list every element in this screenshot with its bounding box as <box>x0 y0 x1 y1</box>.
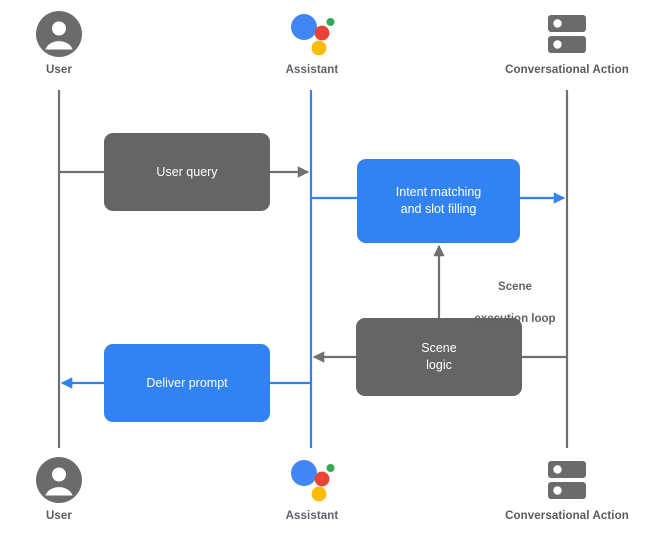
actor-conversational-action-bottom[interactable]: Conversational Action <box>487 456 647 522</box>
node-user-query[interactable]: User query <box>104 133 270 211</box>
node-scene-logic-line2: logic <box>426 358 452 372</box>
node-intent-matching-line1: Intent matching <box>395 185 482 199</box>
annotation-scene-execution-loop-line2: execution loop <box>474 313 556 325</box>
user-avatar-icon <box>0 10 139 58</box>
server-icon <box>487 10 647 58</box>
actor-assistant-top-label: Assistant <box>285 64 339 76</box>
node-scene-logic-line1: Scene <box>421 341 457 355</box>
google-assistant-icon <box>232 456 392 504</box>
google-assistant-icon <box>232 10 392 58</box>
actor-user-top[interactable]: User <box>0 10 139 76</box>
node-deliver-prompt-label: Deliver prompt <box>146 375 228 390</box>
node-user-query-label: User query <box>156 164 218 179</box>
actor-assistant-bottom-label: Assistant <box>285 510 339 522</box>
user-avatar-icon <box>0 456 139 504</box>
node-intent-matching[interactable]: Intent matching and slot filling <box>357 159 520 243</box>
actor-user-bottom-label: User <box>46 510 72 522</box>
annotation-scene-execution-loop-line1: Scene <box>498 281 532 293</box>
actor-user-bottom[interactable]: User <box>0 456 139 522</box>
actor-conversational-action-bottom-label: Conversational Action <box>505 510 629 522</box>
annotation-scene-execution-loop: Scene execution loop <box>455 263 575 343</box>
actor-conversational-action-top-label: Conversational Action <box>505 64 629 76</box>
actor-user-top-label: User <box>46 64 72 76</box>
node-deliver-prompt[interactable]: Deliver prompt <box>104 344 270 422</box>
actor-assistant-top[interactable]: Assistant <box>232 10 392 76</box>
node-scene-logic[interactable]: Scene logic <box>356 318 522 396</box>
server-icon <box>487 456 647 504</box>
actor-conversational-action-top[interactable]: Conversational Action <box>487 10 647 76</box>
node-intent-matching-line2: and slot filling <box>400 202 477 216</box>
actor-assistant-bottom[interactable]: Assistant <box>232 456 392 522</box>
